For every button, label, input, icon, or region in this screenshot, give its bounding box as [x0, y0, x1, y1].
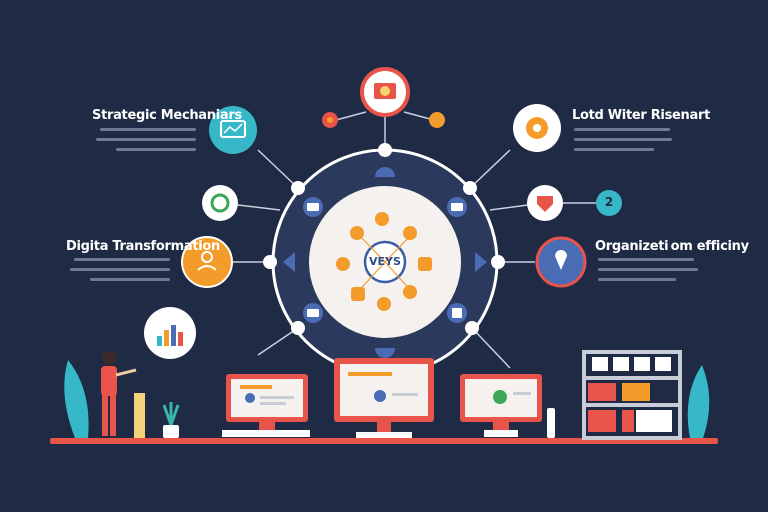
label-org: Organizeti om efficiny	[595, 239, 749, 254]
plant-right-icon	[687, 365, 710, 438]
monitor-center	[334, 358, 434, 438]
node-digital	[181, 236, 233, 288]
desc-line	[574, 148, 654, 151]
location-pin-icon	[555, 250, 567, 270]
desc-line	[598, 258, 694, 261]
desc-line	[598, 268, 698, 271]
person-icon	[403, 226, 417, 240]
ring-markers	[283, 167, 487, 358]
chart-icon	[220, 120, 246, 138]
desc-line	[116, 148, 196, 151]
dot-orange	[429, 112, 445, 128]
desc-line	[598, 278, 676, 281]
user-icon	[201, 251, 213, 263]
shield-icon	[537, 196, 553, 212]
label-risk: Lotd Witer Risenart	[572, 108, 710, 123]
pedestal	[134, 393, 145, 438]
node-recycle	[202, 185, 238, 221]
desc-line	[90, 278, 170, 281]
label-strategic: Strategic Mechaniars	[92, 108, 242, 123]
connector-lines	[232, 111, 598, 369]
speaker-icon	[547, 408, 555, 438]
node-number-badge	[596, 190, 622, 216]
monitor-right	[460, 374, 542, 437]
node-risk	[513, 104, 561, 152]
shelf-unit	[582, 350, 682, 440]
desc-line	[574, 138, 672, 141]
ring-icon-badges	[303, 197, 467, 323]
desc-line	[574, 128, 670, 131]
chart-icon	[336, 257, 350, 271]
gear-icon	[377, 297, 391, 311]
box-icon	[351, 287, 365, 301]
plant-left-icon	[64, 360, 89, 438]
document-icon	[418, 257, 432, 271]
node-shield	[527, 185, 563, 221]
person-figure	[101, 351, 137, 436]
hub-orbit-icons	[336, 212, 432, 311]
number-badge-label: 2	[604, 195, 614, 209]
desc-line	[74, 258, 170, 261]
bar-chart-icon	[157, 336, 162, 346]
bulb-icon	[350, 226, 364, 240]
node-bar-chart	[144, 307, 196, 359]
bulb-icon	[375, 212, 389, 226]
hub-label: VEYS	[369, 255, 401, 268]
floor-line	[50, 438, 718, 444]
monitor-left	[222, 374, 310, 437]
node-strategic	[209, 106, 257, 154]
top-idea-node	[322, 67, 445, 128]
label-digital: Digita Transformation	[66, 239, 221, 254]
desc-line	[70, 268, 170, 271]
node-org	[535, 236, 587, 288]
potted-plant-icon	[162, 402, 180, 426]
keyboard-icon	[222, 430, 310, 437]
gear-icon	[403, 285, 417, 299]
desc-line	[96, 138, 196, 141]
desc-line	[100, 128, 196, 131]
ring-nodes	[263, 143, 505, 335]
recycle-icon	[210, 193, 230, 213]
